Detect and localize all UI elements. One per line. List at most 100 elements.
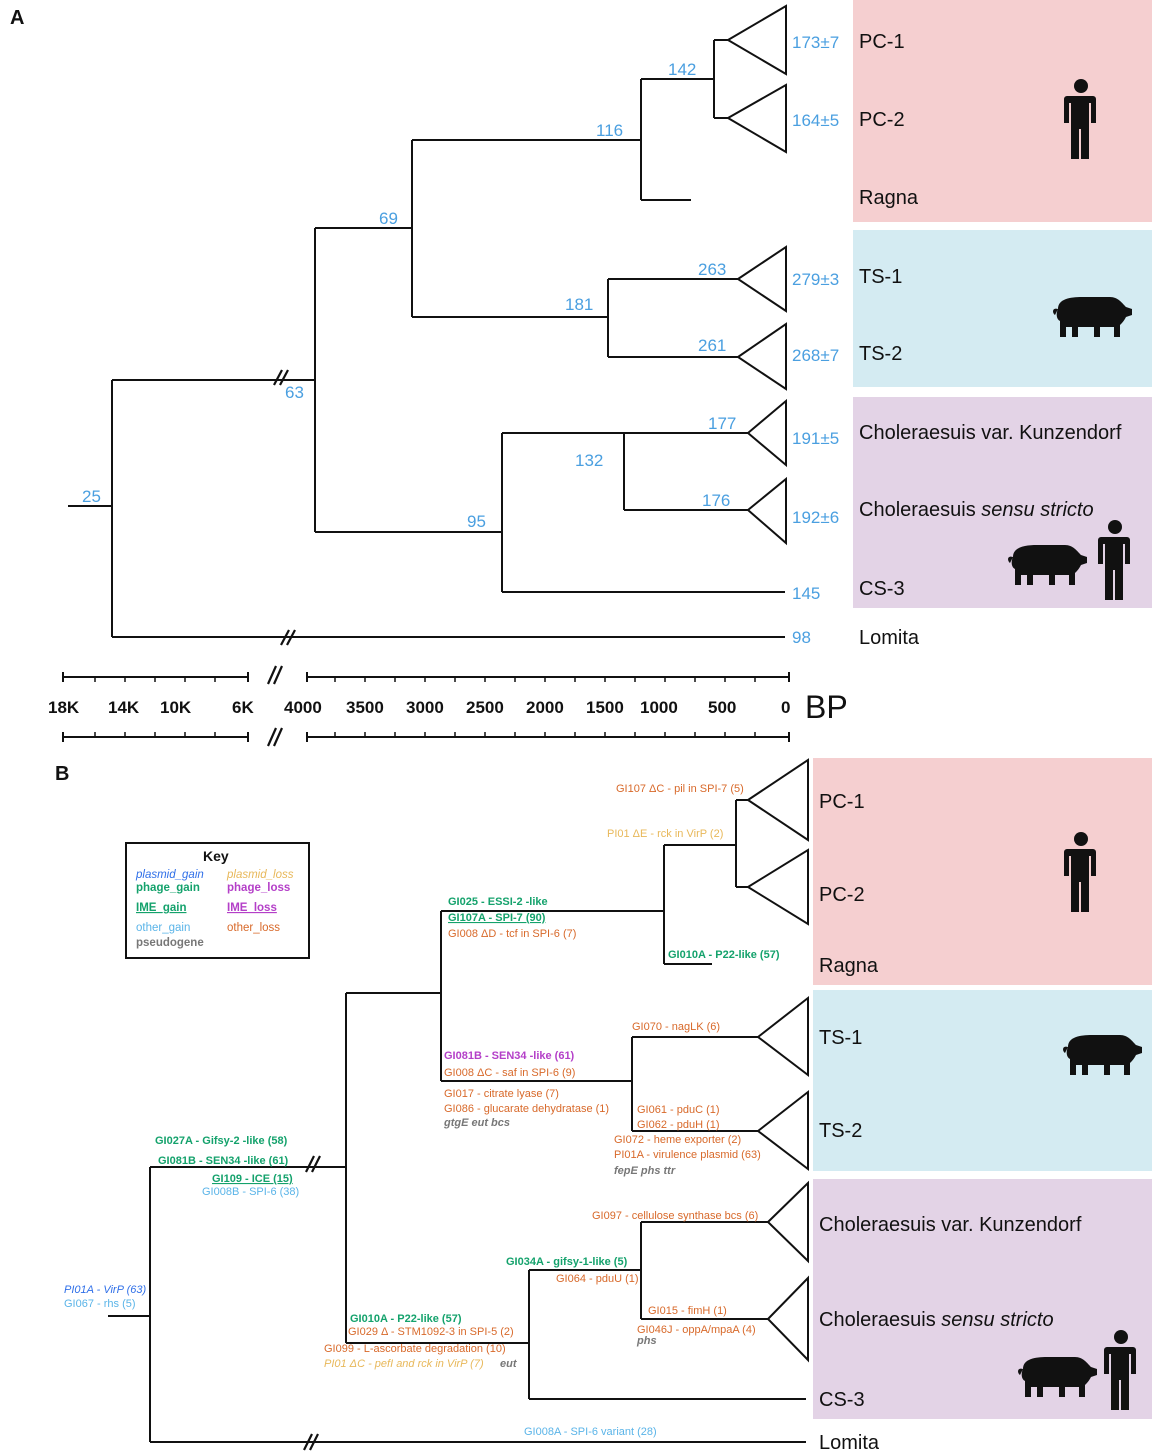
clade-label-pc2: PC-2: [819, 884, 865, 906]
event-label: phs: [636, 1335, 657, 1347]
event-label: GI025 - ESSI-2 -like: [448, 896, 548, 908]
axis-tick-left: 6K: [232, 698, 254, 717]
legend-item: plasmid_gain: [135, 869, 204, 881]
node-age: 116: [596, 121, 623, 140]
event-label: GI062 - pduH (1): [637, 1119, 720, 1131]
axis-tick-left: 14K: [108, 698, 140, 717]
event-label: GI015 - fimH (1): [648, 1305, 727, 1317]
event-annotations: PI01A - VirP (63) GI067 - rhs (5) GI027A…: [64, 783, 780, 1438]
legend-item: IME_loss: [227, 902, 277, 914]
axis-tick-right: 1000: [640, 698, 678, 717]
axis-tick-right: 2500: [466, 698, 504, 717]
time-axis: 18K 14K 10K 6K 4000 3500 3000 2500 2000 …: [48, 665, 848, 747]
event-label: PI01A - virulence plasmid (63): [614, 1149, 761, 1161]
clade-labels-b: PC-1 PC-2 Ragna TS-1 TS-2 Choleraesuis v…: [819, 791, 1082, 1454]
event-label: GI046J - oppA/mpaA (4): [637, 1324, 756, 1336]
node-age: 95: [467, 512, 486, 531]
clade-label-ragna: Ragna: [859, 187, 919, 209]
node-age-labels: 25 63 69 116 142 181 263 261 95 132 177 …: [82, 60, 736, 531]
clade-label-pc1: PC-1: [859, 31, 905, 53]
clade-label-pc2: PC-2: [859, 109, 905, 131]
node-age: 176: [702, 491, 730, 510]
tree-b-break-marks: [303, 1155, 321, 1451]
node-age: 263: [698, 260, 726, 279]
event-label: GI097 - cellulose synthase bcs (6): [592, 1210, 758, 1222]
axis-tick-right: 3500: [346, 698, 384, 717]
axis-tick-right: 500: [708, 698, 736, 717]
event-label: PI01A - VirP (63): [64, 1284, 146, 1296]
clade-label-kunzendorf: Choleraesuis var. Kunzendorf: [819, 1214, 1082, 1236]
clade-labels-a: PC-1 PC-2 Ragna TS-1 TS-2 Choleraesuis v…: [859, 31, 1122, 649]
axis-tick-right: 3000: [406, 698, 444, 717]
tip-age: 164±5: [792, 111, 839, 130]
node-age: 261: [698, 336, 726, 355]
node-age: 25: [82, 487, 101, 506]
tree-a-edges: [68, 39, 785, 638]
event-label: GI107A - SPI-7 (90): [448, 912, 546, 924]
event-label: GI072 - heme exporter (2): [614, 1134, 741, 1146]
legend-item: other_gain: [136, 922, 190, 934]
event-label: PI01 ΔE - rck in VirP (2): [607, 828, 723, 840]
event-label: GI008A - SPI-6 variant (28): [524, 1426, 657, 1438]
clade-label-cs3: CS-3: [819, 1389, 865, 1411]
clade-label-ts1: TS-1: [819, 1027, 862, 1049]
node-age: 177: [708, 414, 736, 433]
tip-age: 191±5: [792, 429, 839, 448]
legend-title: Key: [203, 848, 229, 864]
node-age: 142: [668, 60, 696, 79]
clade-label-kunzendorf: Choleraesuis var. Kunzendorf: [859, 422, 1122, 444]
event-label: GI034A - gifsy-1-like (5): [506, 1256, 628, 1268]
event-label: GI017 - citrate lyase (7): [444, 1088, 559, 1100]
event-label: GI099 - L-ascorbate degradation (10): [324, 1343, 506, 1355]
legend-item: phage_gain: [136, 882, 200, 894]
event-label: GI008B - SPI-6 (38): [202, 1186, 299, 1198]
panel-a-label: A: [10, 7, 24, 29]
legend-item: phage_loss: [227, 882, 290, 894]
clade-label-ragna: Ragna: [819, 955, 879, 977]
pig-clade-background-b: [813, 990, 1152, 1171]
event-label: GI010A - P22-like (57): [668, 949, 780, 961]
clade-label-cs3: CS-3: [859, 578, 905, 600]
event-label: GI061 - pduC (1): [637, 1104, 720, 1116]
legend-key: Key plasmid_gain plasmid_loss phage_gain…: [125, 842, 310, 959]
axis-tick-right: 2000: [526, 698, 564, 717]
clade-label-lomita: Lomita: [819, 1432, 880, 1454]
human-clade-background: [853, 0, 1152, 222]
clade-label-ts2: TS-2: [819, 1120, 862, 1142]
event-label: GI010A - P22-like (57): [350, 1313, 462, 1325]
event-label: GI027A - Gifsy-2 -like (58): [155, 1135, 288, 1147]
tip-age: 279±3: [792, 270, 839, 289]
event-label: fepE phs ttr: [614, 1165, 676, 1177]
node-age: 181: [565, 295, 593, 314]
tree-a-break-marks: [273, 369, 296, 646]
event-label: GI081B - SEN34 -like (61): [444, 1050, 575, 1062]
tree-a-triangles: [726, 4, 787, 546]
event-label: gtgE eut bcs: [443, 1117, 510, 1129]
mixed-clade-background: [853, 397, 1152, 608]
legend-item: plasmid_loss: [226, 869, 294, 881]
event-label: GI086 - glucarate dehydratase (1): [444, 1103, 609, 1115]
event-label: GI008 ΔC - saf in SPI-6 (9): [444, 1067, 575, 1079]
event-label: GI107 ΔC - pil in SPI-7 (5): [616, 783, 744, 795]
tip-age-labels: 173±7 164±5 279±3 268±7 191±5 192±6 145 …: [792, 33, 839, 647]
event-label: eut: [500, 1358, 518, 1370]
clade-label-sensu-stricto: Choleraesuis sensu stricto: [859, 499, 1094, 521]
axis-tick-right: 0: [781, 698, 790, 717]
node-age: 132: [575, 451, 603, 470]
event-label: GI109 - ICE (15): [212, 1173, 293, 1185]
tip-age: 268±7: [792, 346, 839, 365]
clade-label-sensu-stricto: Choleraesuis sensu stricto: [819, 1309, 1054, 1331]
axis-tick-left: 18K: [48, 698, 80, 717]
event-label: GI064 - pduU (1): [556, 1273, 639, 1285]
legend-item: pseudogene: [136, 937, 204, 949]
axis-unit: BP: [805, 689, 848, 725]
mixed-clade-background-b: [813, 1179, 1152, 1419]
clade-label-pc1: PC-1: [819, 791, 865, 813]
axis-tick-right: 1500: [586, 698, 624, 717]
legend-item: other_loss: [227, 922, 280, 934]
event-label: GI070 - nagLK (6): [632, 1021, 720, 1033]
tip-age: 145: [792, 584, 820, 603]
event-label: GI008 ΔD - tcf in SPI-6 (7): [448, 928, 576, 940]
axis-tick-left: 10K: [160, 698, 192, 717]
